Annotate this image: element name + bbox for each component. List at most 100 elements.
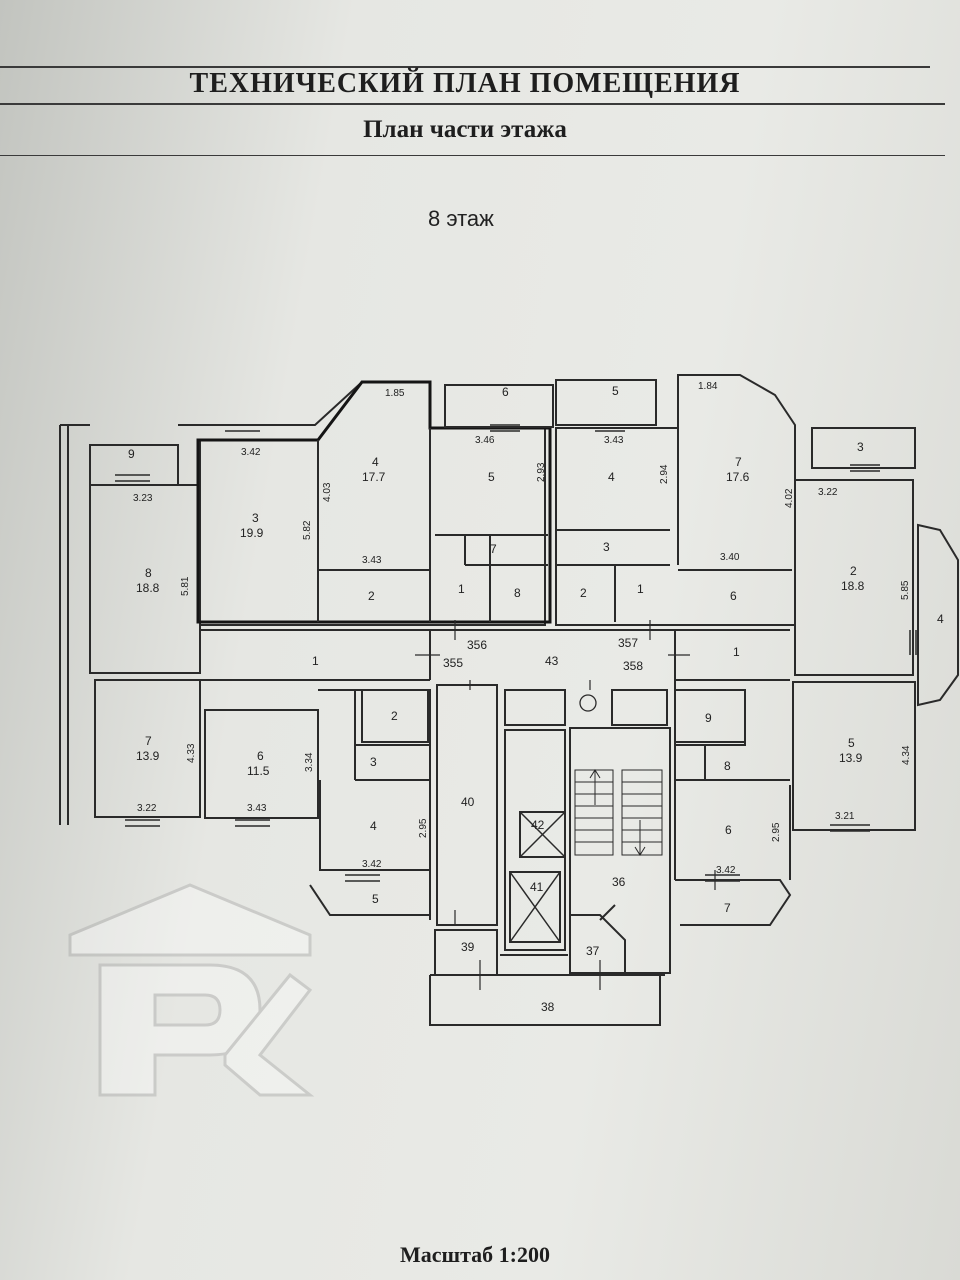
room-r3-outline <box>811 427 916 469</box>
room-label: 38 <box>541 1000 555 1014</box>
document-subtitle: План части этажа <box>363 116 567 143</box>
dimension: 4.33 <box>186 743 197 763</box>
dimension: 5.85 <box>900 580 911 600</box>
dimension: 3.34 <box>304 752 315 772</box>
room-label: 357 <box>618 636 638 650</box>
elevator-42-cross <box>519 811 566 858</box>
room-area: 18.8 <box>136 581 160 595</box>
room-label: 2 <box>850 564 857 578</box>
floor-label: 8 этаж <box>428 206 494 231</box>
apartment-b-inner-walls <box>555 428 792 622</box>
room-area: 19.9 <box>240 526 264 540</box>
watermark-logo <box>68 883 315 1097</box>
room-area: 11.5 <box>247 764 270 778</box>
riser-symbol <box>579 694 597 712</box>
room-b5-outline <box>555 379 657 426</box>
room-label: 6 <box>502 385 509 399</box>
floor-plan: 9 8 18.8 7 13.9 3 19.9 4 17.7 2 5 6 7 1 … <box>59 374 959 1026</box>
dimension: 3.42 <box>241 447 261 458</box>
dimension: 3.22 <box>818 487 838 498</box>
room-area: 18.8 <box>841 579 865 593</box>
room-area: 17.7 <box>362 470 386 484</box>
dimension: 3.40 <box>720 552 740 563</box>
stair-treads <box>574 769 663 856</box>
room-label: 5 <box>612 384 619 398</box>
room-c6-outline <box>204 709 319 819</box>
dimension: 3.42 <box>362 859 382 870</box>
room-label: 1 <box>637 582 644 596</box>
elevator-41-cross <box>509 871 561 943</box>
room-c2-outline <box>361 689 429 743</box>
door-marks <box>415 620 716 990</box>
room-label: 356 <box>467 638 487 652</box>
room-label: 9 <box>705 711 712 725</box>
room-label: 2 <box>580 586 587 600</box>
room-a3-highlight <box>196 380 552 624</box>
room-label: 7 <box>145 734 152 748</box>
dimension: 2.95 <box>418 818 429 838</box>
dimension: 1.85 <box>385 388 405 399</box>
room-label: 355 <box>443 656 463 670</box>
room-label: 3 <box>603 540 610 554</box>
dimension: 1.84 <box>698 381 718 392</box>
room-a6-outline <box>444 384 554 428</box>
dimension: 3.22 <box>137 803 157 814</box>
room-label: 7 <box>724 901 731 915</box>
room-area: 13.9 <box>839 751 863 765</box>
top-rule <box>0 66 930 68</box>
core-cell-a <box>504 689 566 726</box>
room-label: 1 <box>733 645 740 659</box>
room-label: 3 <box>370 755 377 769</box>
stair-hall-36 <box>569 727 671 974</box>
dimension: 3.43 <box>247 803 267 814</box>
dimension: 3.46 <box>475 435 495 446</box>
room-label: 41 <box>530 880 544 894</box>
room-r5-outline <box>792 681 916 831</box>
room-label: 42 <box>531 818 545 832</box>
room-label: 3 <box>857 440 864 454</box>
dimension: 2.95 <box>771 822 782 842</box>
core-cell-b <box>611 689 668 726</box>
room-label: 2 <box>368 589 375 603</box>
room-label: 8 <box>724 759 731 773</box>
room-label: 6 <box>730 589 737 603</box>
apartment-a-inner-walls <box>317 428 548 622</box>
room-labels: 9 8 18.8 7 13.9 3 19.9 4 17.7 2 5 6 7 1 … <box>128 384 944 1014</box>
room-r4-bay <box>917 523 959 707</box>
core-elevator-shaft <box>504 729 566 951</box>
room-l7-outline <box>94 679 201 818</box>
room-label: 6 <box>257 749 264 763</box>
apartment-d-walls <box>674 680 792 926</box>
dimension-labels: 3.23 5.81 4.33 3.22 3.42 5.82 1.85 4.03 … <box>133 381 912 876</box>
dimension: 3.23 <box>133 493 153 504</box>
room-label: 37 <box>586 944 600 958</box>
dimension: 3.43 <box>362 555 382 566</box>
room-label: 4 <box>608 470 615 484</box>
document-title: ТЕХНИЧЕСКИЙ ПЛАН ПОМЕЩЕНИЯ <box>189 68 741 99</box>
dimension: 4.03 <box>322 482 333 502</box>
apartment-b-outer <box>555 374 796 626</box>
scale-label: Масштаб 1:200 <box>400 1242 551 1267</box>
room-label: 4 <box>937 612 944 626</box>
room-label: 4 <box>370 819 377 833</box>
dimension: 3.43 <box>604 435 624 446</box>
room-37-walls <box>570 904 626 973</box>
room-r2-outline <box>794 479 914 676</box>
header-rule <box>0 103 945 105</box>
dimension: 2.94 <box>659 464 670 484</box>
room-label: 5 <box>848 736 855 750</box>
room-label: 8 <box>145 566 152 580</box>
left-edge-wall <box>59 424 90 825</box>
dimension: 3.21 <box>835 811 855 822</box>
window-ticks <box>115 424 917 882</box>
room-area: 13.9 <box>136 749 160 763</box>
room-label: 9 <box>128 447 135 461</box>
room-label: 1 <box>312 654 319 668</box>
apartment-c-walls <box>309 689 431 920</box>
room-label: 7 <box>735 455 742 469</box>
room-label: 36 <box>612 875 626 889</box>
room-label: 5 <box>372 892 379 906</box>
dimension: 5.81 <box>180 576 191 596</box>
core-outer-walls <box>430 954 665 976</box>
